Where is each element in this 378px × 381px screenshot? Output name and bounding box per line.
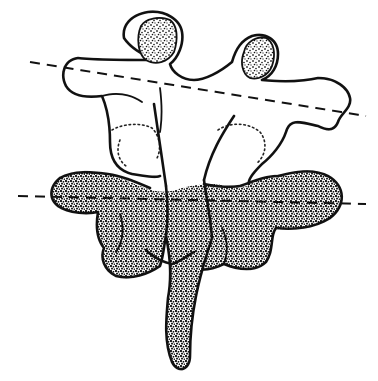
- left-facet: [138, 18, 176, 63]
- right-facet: [242, 38, 274, 79]
- central-ridge: [154, 104, 234, 186]
- upper-process-outline: [63, 12, 350, 186]
- hidden-contours: [112, 124, 265, 166]
- upper-section-line: [30, 62, 366, 116]
